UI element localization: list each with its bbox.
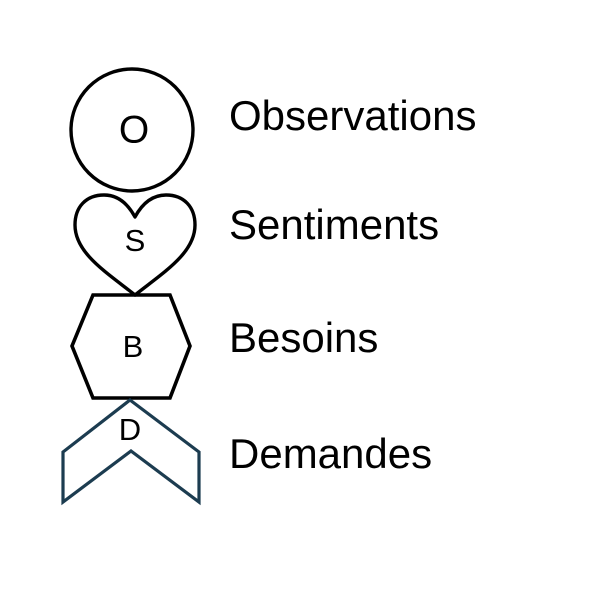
chevron-shape [61,397,201,506]
circle-shape [69,67,195,193]
heart-letter: S [124,222,146,258]
chevron-letter: D [118,411,142,447]
label-sentiments: Sentiments [229,201,440,249]
label-observations: Observations [229,92,477,140]
label-besoins: Besoins [229,314,379,362]
label-demandes: Demandes [229,430,433,478]
circle-letter: O [118,108,150,152]
hexagon-shape [70,293,192,400]
hexagon-letter: B [122,328,144,364]
